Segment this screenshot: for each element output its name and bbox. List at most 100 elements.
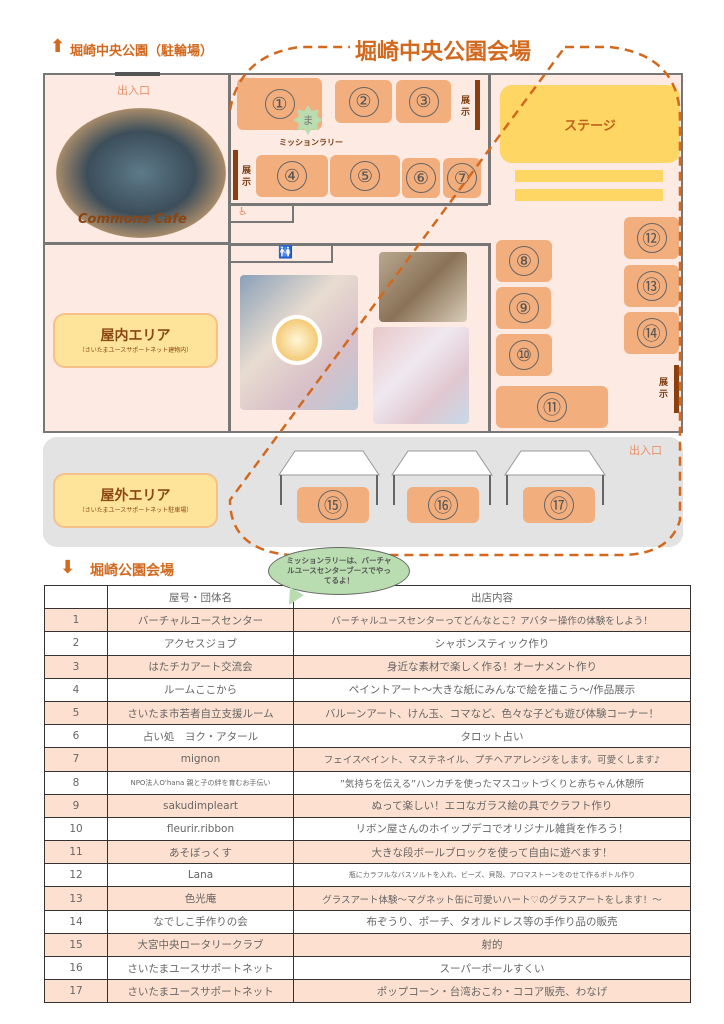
row-number: 12 bbox=[44, 863, 108, 888]
vendor-content: 大きな段ボールブロックを使って自由に遊べます！ bbox=[293, 840, 691, 865]
mission-star-icon: ま bbox=[293, 105, 323, 135]
north-label: 堀崎中央公園（駐輪場） bbox=[70, 44, 214, 59]
booth-4[interactable]: ④ bbox=[256, 155, 328, 197]
bubble-text: ミッションラリーは、バーチャルユースセンターブースでやってるよ！ bbox=[286, 556, 392, 585]
south-label: 堀崎公園会場 bbox=[90, 563, 174, 579]
booth-17[interactable]: ⑰ bbox=[523, 487, 595, 523]
indoor-area-subtitle: （さいたまユースサポートネット建物内） bbox=[78, 347, 193, 354]
utility-room bbox=[228, 203, 294, 223]
indoor-area-title: 屋内エリア bbox=[100, 328, 171, 344]
row-number: 5 bbox=[44, 700, 108, 726]
cafe-label: Commons Cafe bbox=[78, 212, 187, 227]
exhibit-wall bbox=[233, 150, 238, 200]
vendor-name: 占い処 ヨク・アタール bbox=[107, 724, 294, 749]
booth-3[interactable]: ③ bbox=[396, 80, 451, 123]
booth-9[interactable]: ⑨ bbox=[496, 287, 551, 329]
vendor-name: 色光庵 bbox=[107, 886, 294, 911]
row-number: 10 bbox=[44, 816, 108, 842]
vendor-name: はたチカアート交流会 bbox=[107, 654, 294, 679]
tent-icon bbox=[504, 450, 606, 505]
vendor-content: 射的 bbox=[293, 932, 691, 958]
booth-10[interactable]: ⑩ bbox=[496, 334, 552, 376]
vendor-name: アクセスジョブ bbox=[107, 631, 294, 656]
booth-7[interactable]: ⑦ bbox=[443, 158, 481, 198]
booth-14[interactable]: ⑭ bbox=[624, 312, 679, 354]
header-name: 屋号・団体名 bbox=[107, 584, 294, 610]
vendor-content: 瓶にカラフルなバスソルトを入れ、ビーズ、貝殻、アロマストーンをのせて作るボトル作… bbox=[293, 863, 691, 888]
booth-6[interactable]: ⑥ bbox=[402, 158, 440, 198]
exhibit-label: 展示 bbox=[659, 378, 669, 400]
mission-badge-text: ま bbox=[302, 114, 314, 127]
stage-bench bbox=[515, 189, 663, 201]
vendor-content: 布ぞうり、ポーチ、タオルドレス等の手作り品の販売 bbox=[293, 909, 691, 934]
stage: ステージ bbox=[500, 85, 680, 163]
vendor-name: さいたま市若者自立支援ルーム bbox=[107, 700, 294, 726]
wall bbox=[228, 203, 488, 206]
wall bbox=[228, 243, 490, 246]
booth-8[interactable]: ⑧ bbox=[496, 240, 552, 282]
exhibit-wall bbox=[674, 365, 679, 413]
vendor-content: ペイントアート〜大きな紙にみんなで絵を描こう〜/作品展示 bbox=[293, 677, 691, 702]
booth-13[interactable]: ⑬ bbox=[624, 265, 679, 307]
accessible-icon: ♿ bbox=[238, 205, 248, 218]
page-title: 堀崎中央公園会場 bbox=[355, 40, 532, 65]
exhibit-label: 展示 bbox=[461, 96, 471, 118]
outdoor-area-callout: 屋外エリア （さいたまユースサポートネット駐車場） bbox=[53, 473, 218, 528]
tent-icon bbox=[278, 450, 380, 505]
vendor-name: sakudimpleart bbox=[107, 793, 294, 818]
vendor-name: あそぼっくす bbox=[107, 840, 294, 865]
vendor-name: ルームここから bbox=[107, 677, 294, 702]
indoor-area-callout: 屋内エリア （さいたまユースサポートネット建物内） bbox=[53, 313, 218, 368]
row-number: 4 bbox=[44, 677, 108, 702]
booth-5[interactable]: ⑤ bbox=[330, 155, 400, 197]
vendor-name: Lana bbox=[107, 863, 294, 888]
tent-icon bbox=[391, 450, 493, 505]
mission-label: ミッションラリー bbox=[279, 138, 343, 147]
row-number: 15 bbox=[44, 932, 108, 958]
stage-bench bbox=[515, 170, 663, 182]
exhibit-label: 展示 bbox=[242, 166, 252, 188]
booth-2[interactable]: ② bbox=[335, 80, 392, 123]
wall bbox=[488, 73, 491, 205]
vendor-name: なでしこ手作りの会 bbox=[107, 909, 294, 934]
row-number: 3 bbox=[44, 654, 108, 679]
venue-boundary bbox=[228, 45, 682, 557]
wall bbox=[488, 243, 491, 433]
vendor-name: NPO法人O'hana 親と子の絆を育むお手伝い bbox=[107, 770, 294, 795]
candle-logo bbox=[272, 315, 322, 365]
entrance-marker bbox=[115, 72, 160, 76]
south-arrow-icon: ⬇ bbox=[60, 557, 76, 578]
cardboard-blocks-photo bbox=[379, 252, 467, 322]
booth-16[interactable]: ⑯ bbox=[407, 487, 479, 523]
vendor-content: ポップコーン・台湾おこわ・ココア販売、わなげ bbox=[293, 979, 691, 1004]
entrance-top: 出入口 bbox=[117, 84, 150, 97]
mission-rally-bubble: ミッションラリーは、バーチャルユースセンターブースでやってるよ！ bbox=[268, 547, 410, 595]
row-number: 2 bbox=[44, 631, 108, 656]
vendor-content: ぬって楽しい！エコなガラス絵の具でクラフト作り bbox=[293, 793, 691, 818]
row-number: 11 bbox=[44, 840, 108, 865]
outdoor-area-title: 屋外エリア bbox=[100, 488, 171, 504]
vendor-content: フェイスペイント、マステネイル、プチヘアアレンジをします。可愛くします♪ bbox=[293, 747, 691, 772]
booth-12[interactable]: ⑫ bbox=[624, 217, 679, 259]
booth-11[interactable]: ⑪ bbox=[496, 386, 608, 428]
vendor-content: リボン屋さんのホイップデコでオリジナル雑貨を作ろう！ bbox=[293, 816, 691, 842]
booth-15[interactable]: ⑮ bbox=[297, 487, 369, 523]
vendor-name: 大宮中央ロータリークラブ bbox=[107, 932, 294, 958]
vendor-content: シャボンスティック作り bbox=[293, 631, 691, 656]
row-number: 9 bbox=[44, 793, 108, 818]
vendor-content: バルーンアート、けん玉、コマなど、色々な子ども遊び体験コーナー！ bbox=[293, 700, 691, 726]
row-number: 16 bbox=[44, 955, 108, 981]
row-number: 7 bbox=[44, 747, 108, 772]
stage-label: ステージ bbox=[564, 118, 616, 134]
